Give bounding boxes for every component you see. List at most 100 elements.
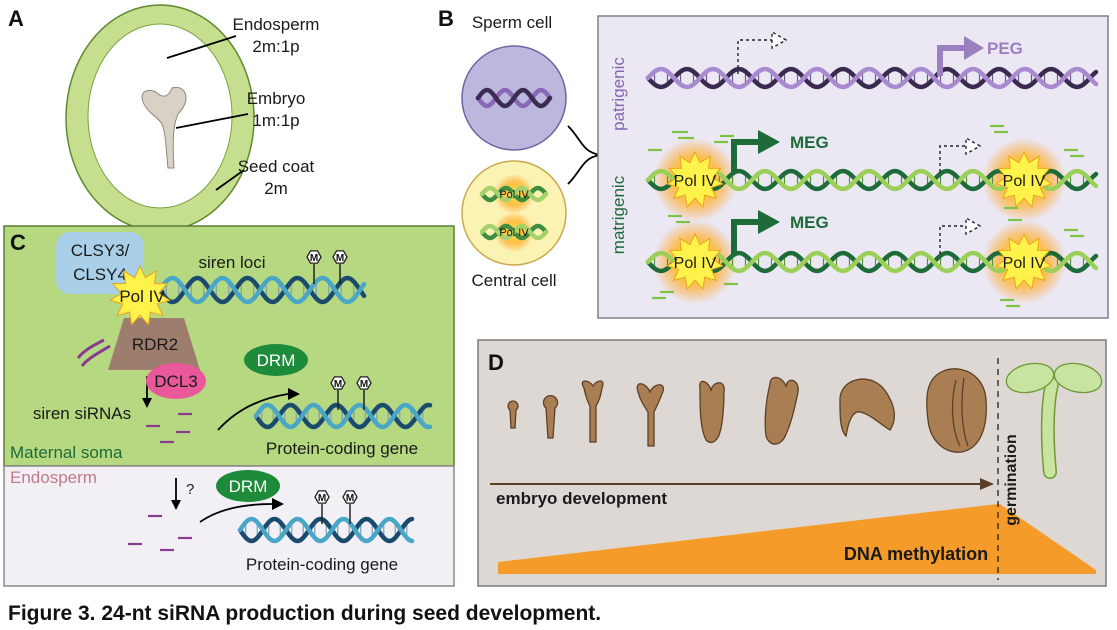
siren-sirna-dashes [128,412,192,552]
helix-strand-b [237,516,415,544]
pol-iv-starbursts [666,150,1053,291]
helix-strand-a [645,66,1099,90]
siren-down-arrowhead [142,398,152,408]
seed-coat-pointer [215,169,245,191]
drm-arrow-1 [217,393,289,431]
drm-label-2: DRM [229,477,268,496]
drm-label-1: DRM [257,351,296,370]
embryo-development-arrowhead [980,478,994,490]
pol-iv-label-left-1: Pol IV [674,173,717,190]
seedling-stem-fill [1042,378,1058,478]
helix-strand-a [237,516,415,544]
embryo-stage-1 [507,400,519,429]
endosperm-pointer [166,35,237,59]
embryo-stage-8-cotyledon-line [951,379,961,447]
embryo-stage-6 [764,376,799,445]
embryo-stage-8-cotyledon-line-2 [961,377,969,447]
protein-coding-gene-label-1: Protein-coding gene [266,439,418,458]
endosperm-ratio: 2m:1p [252,37,299,56]
drm-shape-2 [216,470,280,502]
central-cell-label: Central cell [471,271,556,290]
meg-label-1: MEG [790,133,829,152]
helix-strand-b [475,87,553,109]
pol-iv-starburst [666,150,724,209]
embryo-ratio: 1m:1p [252,111,299,130]
seed-coat-ratio: 2m [264,179,288,198]
pol-iv-label-right-1: Pol IV [1003,173,1046,190]
matrigenic-label: matrigenic [609,175,628,254]
embryo-pointer [175,113,249,129]
seedling-leaf-right [1053,362,1103,394]
siren-loci-label: siren loci [198,253,265,272]
methyl-hexagon [314,490,330,504]
panel-b: B Sperm cell Pol IV Pol IV Central cell … [438,6,1109,319]
merge-arrow-top [567,125,601,156]
sirna-dashes [648,124,1084,308]
endosperm-label: Endosperm [233,15,320,34]
panel-a-letter: A [8,6,24,31]
pol-iv-starburst-c [109,264,171,326]
drm-arrowhead-1 [288,388,300,400]
helix-strand-b [479,185,549,203]
embryo-stage-8 [926,368,987,453]
embryo-development-label: embryo development [496,489,667,508]
methyl-label: M [318,493,326,504]
central-pol-iv-label-1: Pol IV [499,189,529,201]
rdr2-rna-strand-2 [80,344,111,367]
drm-arrowhead-2 [272,498,284,510]
patrigenic-off-arrowhead [771,30,788,50]
pol-iv-starburst [995,232,1053,291]
rdr2-rna-strand-1 [76,338,105,359]
sperm-cell-label: Sperm cell [472,13,552,32]
matrigenic-off-arrowhead-1 [965,136,982,156]
central-pol-iv-label-2: Pol IV [499,227,529,239]
embryo-stage-5 [699,380,725,444]
matrigenic-off-arrow-1 [939,145,966,172]
dna-methylation-wedge [498,504,1096,574]
embryo-stage-2 [542,394,559,439]
matrigenic-off-arrowhead-2 [965,216,982,236]
protein-coding-gene-helix-1 [253,402,433,430]
germination-label: germination [1003,434,1020,526]
methyl-hexagon [342,490,358,504]
clsy-label-2: CLSY4 [73,265,127,284]
helix-strand-a [157,275,367,305]
methyl-hexagon [356,376,372,390]
panel-c-letter: C [10,230,26,255]
methyl-hexagon [330,376,346,390]
embryo-stage-4 [636,383,665,447]
embryo-stage-3 [581,380,604,443]
helix-strand-b [157,275,367,305]
peg-arrow [937,45,966,76]
dcl3-label: DCL3 [154,372,197,391]
figure-caption: Figure 3. 24-nt siRNA production during … [8,602,601,625]
helix-strand-b [645,66,1099,90]
endosperm-label-c: Endosperm [10,468,97,487]
seedling-leaf-left [1005,362,1055,394]
patrigenic-dna-helix [645,66,1099,90]
methyl-hexagon [332,250,348,264]
embryo-stages [507,368,987,453]
meg-arrowhead-2 [758,210,780,234]
merge-arrow-bottom [567,154,601,185]
meg-arrowhead-1 [758,130,780,154]
endosperm-down-arrowhead [171,500,181,510]
pol-iv-label-left-2: Pol IV [674,255,717,272]
meg-label-2: MEG [790,213,829,232]
methyl-hexagon [306,250,322,264]
embryo-stage-7 [839,378,896,438]
protein-coding-gene-label-2: Protein-coding gene [246,555,398,574]
sperm-dna-helix [475,87,553,109]
helix-strand-a [253,402,433,430]
methyl-label: M [360,379,368,390]
pol-iv-label-right-2: Pol IV [1003,255,1046,272]
drm-arrow-2 [199,503,273,523]
helix-strand-b [253,402,433,430]
peg-arrowhead [964,36,984,60]
clsy-label-1: CLSY3/ [71,241,130,260]
siren-loci-dna-helix [157,275,367,305]
dna-methylation-label: DNA methylation [844,544,988,564]
pol-iv-starburst [666,232,724,291]
pol-iv-label-c: Pol IV [119,287,165,306]
meg-arrow-2 [731,219,760,254]
